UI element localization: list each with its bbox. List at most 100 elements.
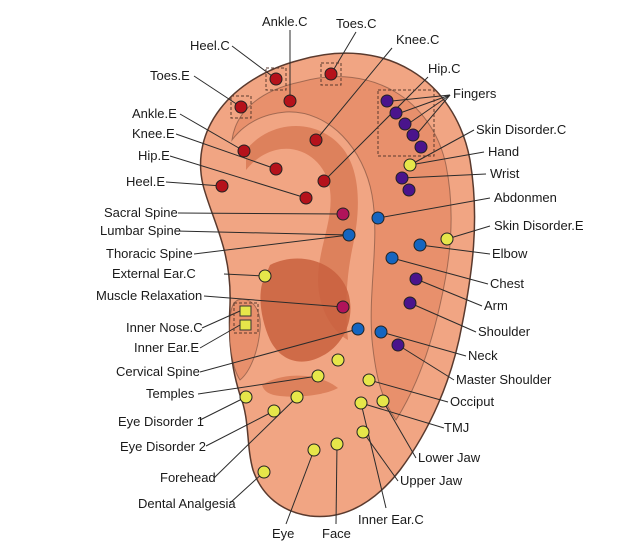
label-heel-e: Heel.E [126,174,165,189]
acupoint-knee-c [309,133,323,147]
leader-line [175,133,277,170]
acupoint-heel-e [215,179,229,193]
label-fingers: Fingers [453,86,497,101]
leader-line [177,212,344,215]
acupoint-wrist-2 [402,183,416,197]
leader-line [330,31,357,75]
acupoint-finger-3 [398,117,412,131]
leader-line [197,375,319,395]
leader-line [223,273,266,277]
acupoint-eye-disorder-2 [267,404,281,418]
label-ankle-c: Ankle.C [262,14,308,29]
label-thoracic-spine: Thoracic Spine [106,246,193,261]
acupoint-chest [385,251,399,265]
leader-line [199,396,247,421]
leader-line [446,225,491,240]
acupoint-occiput [311,369,325,383]
acupoint-hip-c [317,174,331,188]
label-hip-e: Hip.E [138,148,170,163]
dashed-box [230,95,252,119]
dashed-boxes [230,62,435,334]
acupoint-eye [307,443,321,457]
inner-ear-e-point [239,319,252,331]
label-eye-disorder-2: Eye Disorder 2 [120,439,206,454]
leader-line [391,257,489,285]
label-skin-disorder-e: Skin Disorder.E [494,218,584,233]
label-external-ear-c: External Ear.C [112,266,196,281]
leader-line [397,344,455,381]
label-upper-jaw: Upper Jaw [400,473,463,488]
label-knee-e: Knee.E [132,126,175,141]
acupoint-elbow [413,238,427,252]
dashed-box [265,67,287,91]
acupoint-lower-jaw [290,390,304,404]
label-forehead: Forehead [160,470,216,485]
label-hand: Hand [488,144,519,159]
acupoint-muscle-relaxation [336,300,350,314]
tragus [229,298,261,381]
leader-line [409,129,475,166]
acupoint-shoulder [403,296,417,310]
acupoint-arm [409,272,423,286]
dashed-box [233,302,259,334]
leader-line [205,410,275,447]
concha [260,258,351,362]
acupoint-eye-disorder-1 [239,390,253,404]
label-dental-analgesia: Dental Analgesia [138,496,236,511]
label-ankle-e: Ankle.E [132,106,177,121]
label-arm: Arm [484,298,508,313]
label-master-shoulder: Master Shoulder [456,372,552,387]
acupoint-finger-1 [380,94,394,108]
leader-line [360,402,387,509]
leader-line [175,230,350,236]
label-cervical-spine: Cervical Spine [116,364,200,379]
label-neck: Neck [468,348,498,363]
acupoint-hand [403,158,417,172]
leader-line [377,197,491,219]
leader-line [362,431,399,482]
label-inner-ear-e: Inner Ear.E [134,340,199,355]
label-skin-disorder-c: Skin Disorder.C [476,122,566,137]
leader-line [391,94,451,102]
leader-line [409,302,477,333]
label-chest: Chest [490,276,524,291]
leader-line [399,94,451,114]
acupoint-sacral-spine [336,207,350,221]
leader-line [179,113,245,152]
leader-line [199,324,241,349]
label-temples: Temples [146,386,195,401]
label-shoulder: Shoulder [478,324,531,339]
acupoint-abdomen [371,211,385,225]
acupoint-tmj [362,373,376,387]
leader-line [360,402,445,429]
label-eye: Eye [272,526,294,541]
acupoint-inner-ear-c-pt [376,394,390,408]
acupoint-master-shoulder [391,338,405,352]
dashed-box [320,62,342,86]
label-inner-nose-c: Inner Nose.C [126,320,203,335]
acupoint-finger-4 [406,128,420,142]
inner-nose-c-point [239,305,252,317]
label-inner-ear-c: Inner Ear.C [358,512,424,527]
label-sacral-spine: Sacral Spine [104,205,178,220]
leader-line [419,244,491,255]
label-muscle-relaxation: Muscle Relaxation [96,288,202,303]
leader-line [382,400,417,459]
acupoint-hip-e [299,191,313,205]
acupoint-temples [331,353,345,367]
acupoint-knee-e [269,162,283,176]
label-lower-jaw: Lower Jaw [418,450,481,465]
leader-line [335,443,338,525]
leader-line [323,76,429,182]
acupoint-cervical-spine [351,322,365,336]
label-knee-c: Knee.C [396,32,439,47]
acupoint-toes-e [234,100,248,114]
label-toes-e: Toes.E [150,68,190,83]
acupoint-ankle-c [269,72,283,86]
helix-fold [231,76,452,421]
label-heel-c: Heel.C [190,38,230,53]
labels: Ankle.C Toes.C Knee.C Heel.C Hip.C Toes.… [96,14,584,541]
leader-lines [165,30,491,525]
leader-line [229,471,265,504]
leader-line [231,45,277,80]
